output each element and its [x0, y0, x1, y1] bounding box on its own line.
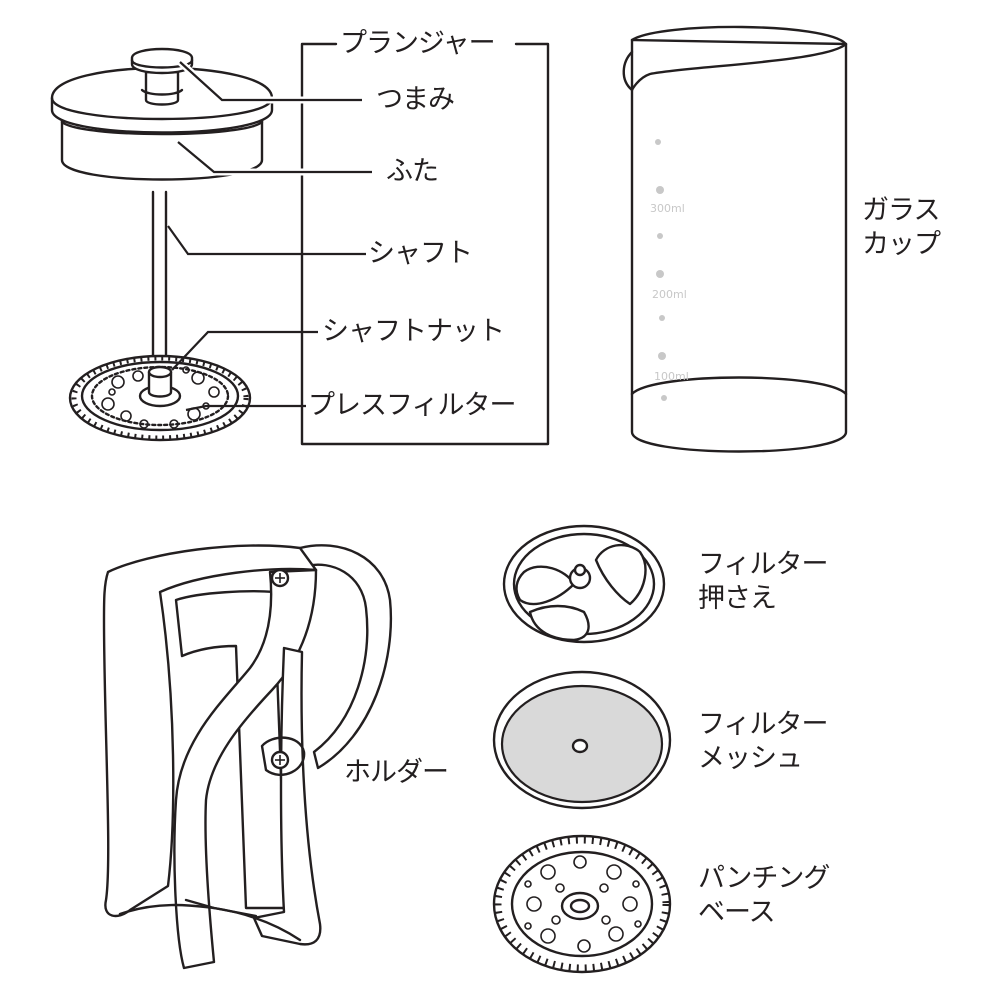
label-plunger: プランジャー [340, 28, 496, 59]
plunger-assembly [50, 47, 274, 442]
label-shaft-nut: シャフトナット [322, 316, 505, 347]
knob [130, 47, 194, 106]
filter-presser [502, 524, 666, 644]
label-press-filter: プレスフィルター [308, 390, 516, 421]
holder [102, 544, 393, 970]
label-shaft: シャフト [368, 238, 473, 269]
shaft-nut [138, 365, 182, 408]
label-holder: ホルダー [344, 757, 449, 788]
shaft [151, 190, 168, 374]
punching-base [492, 834, 672, 974]
plunger-leader-lines [167, 59, 372, 412]
label-glass-cup: ガラス カップ [862, 195, 941, 260]
label-filter-presser: フィルター 押さえ [698, 549, 828, 614]
glass-cup [622, 25, 848, 453]
plunger-bracket [300, 42, 550, 446]
label-knob: つまみ [376, 84, 455, 115]
label-filter-mesh: フィルター メッシュ [698, 709, 828, 774]
cup-scale-marks [655, 139, 667, 401]
label-lid: ふた [386, 156, 439, 187]
filter-mesh [492, 670, 672, 810]
label-punching-base: パンチング ベース [698, 863, 830, 928]
